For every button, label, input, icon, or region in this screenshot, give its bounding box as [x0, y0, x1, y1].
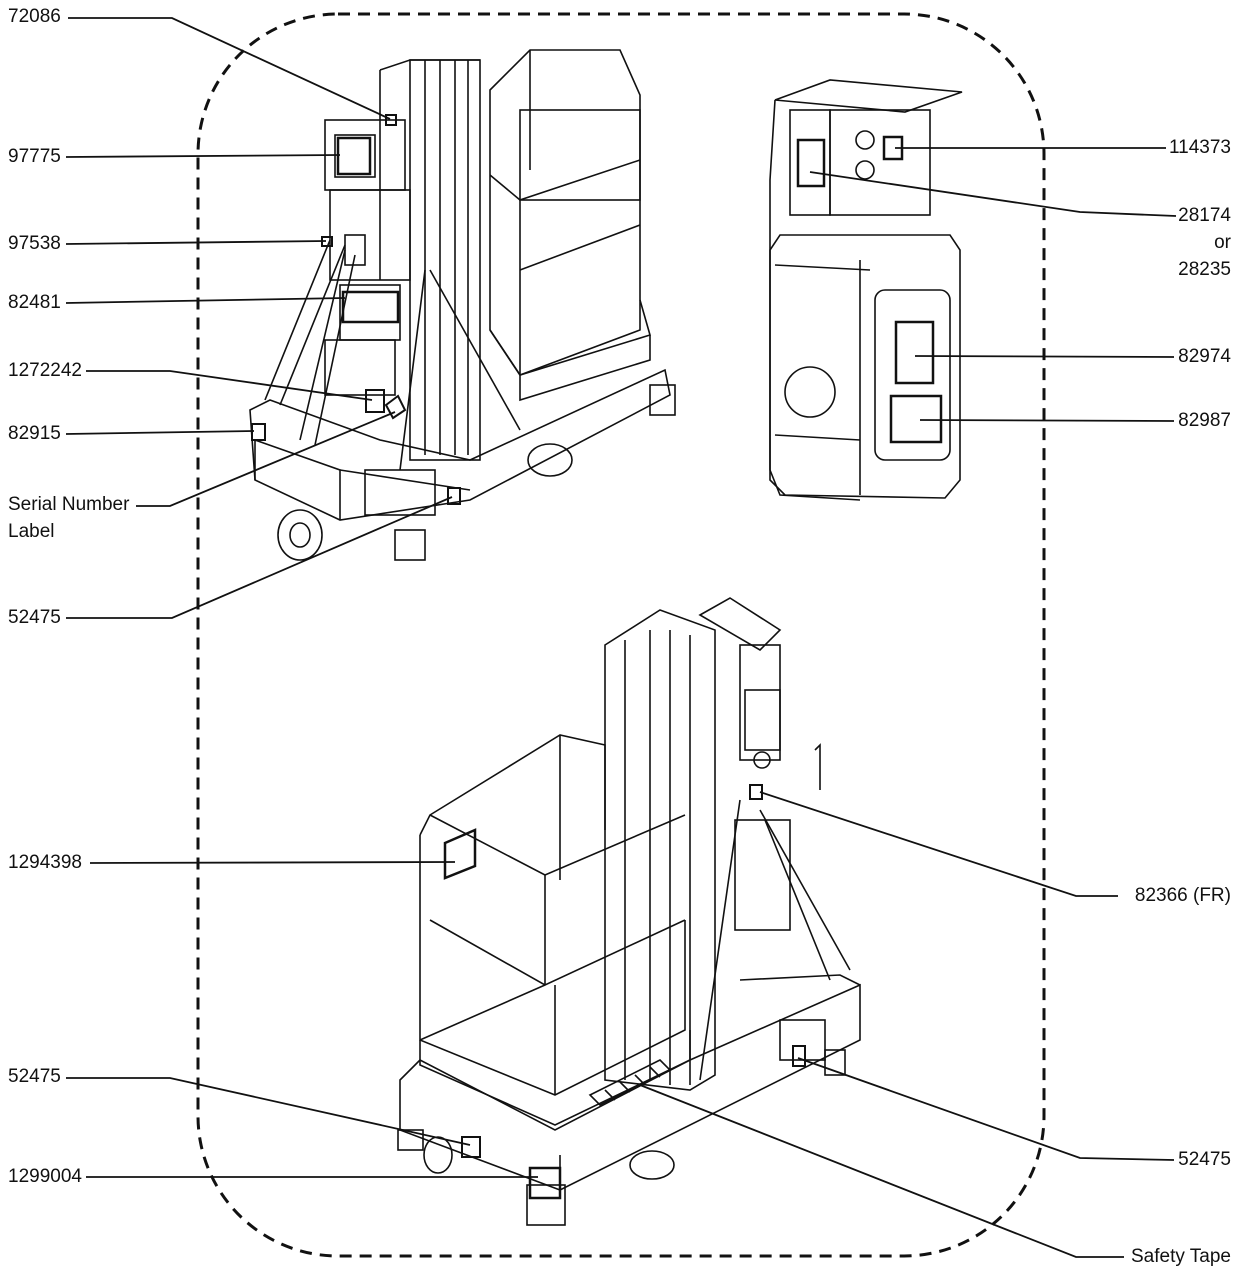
label-1294398: 1294398 — [8, 852, 82, 873]
label-97538: 97538 — [8, 233, 61, 254]
label-82481: 82481 — [8, 292, 61, 313]
label-or: or — [1214, 232, 1231, 253]
label-safety-tape: Safety Tape — [1130, 1246, 1231, 1267]
label-97775: 97775 — [8, 146, 61, 167]
label-28174: 28174 — [1178, 205, 1231, 226]
leader-lines — [65, 17, 1177, 1258]
label-52475-bottom: 52475 — [8, 1066, 61, 1087]
label-serial-number: Serial Number — [8, 494, 130, 515]
label-82366-fr: 82366 (FR) — [1134, 885, 1231, 906]
label-28235: 28235 — [1178, 259, 1231, 280]
machine-top-left — [249, 49, 676, 561]
label-52475-top: 52475 — [8, 607, 61, 628]
label-1272242: 1272242 — [8, 360, 82, 381]
label-72086: 72086 — [8, 6, 61, 27]
label-serial-number-label: Label — [8, 521, 55, 542]
label-82974: 82974 — [1178, 346, 1231, 367]
dashed-boundary — [196, 12, 1046, 1258]
label-52475-right: 52475 — [1178, 1149, 1231, 1170]
label-1299004: 1299004 — [8, 1166, 82, 1187]
label-82987: 82987 — [1178, 410, 1231, 431]
label-82915: 82915 — [8, 423, 61, 444]
control-box-detail — [769, 79, 963, 501]
label-114373: 114373 — [1169, 137, 1231, 158]
machine-bottom — [397, 597, 861, 1226]
